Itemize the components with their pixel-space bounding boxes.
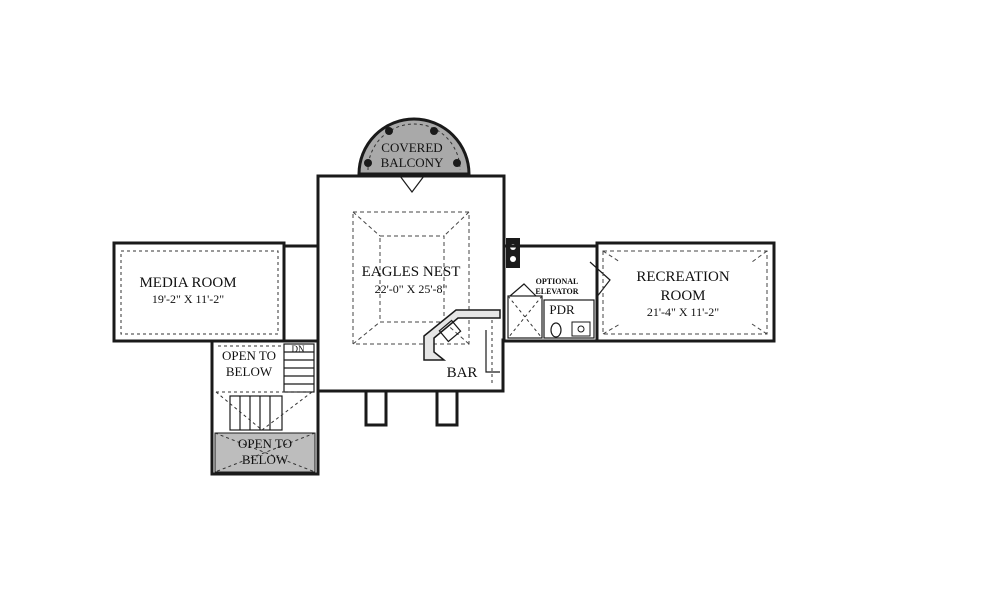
bar-counter (423, 309, 501, 361)
open-below-lower-line1: OPEN TO (238, 436, 292, 451)
open-below-upper-line2: BELOW (226, 364, 273, 379)
media-room: MEDIA ROOM 19'-2" X 11'-2" (112, 241, 318, 343)
balcony-label-line1: COVERED (381, 140, 442, 155)
fireplace-icon (506, 238, 520, 268)
front-bays (364, 389, 459, 427)
recreation-room-dims: 21'-4" X 11'-2" (647, 305, 719, 319)
elevator-label-line1: OPTIONAL (536, 277, 579, 286)
column-icon (430, 127, 438, 135)
eagles-nest-room: EAGLES NEST 22'-0" X 25'-8" (316, 174, 520, 393)
elevator-shaft (507, 295, 543, 339)
bar-label: BAR (447, 365, 478, 381)
open-below-lower-area (214, 432, 316, 473)
recreation-room-line2: ROOM (660, 288, 705, 304)
powder-room (543, 299, 595, 339)
balcony-label-line2: BALCONY (381, 155, 444, 170)
recreation-room-line1: RECREATION (636, 269, 730, 285)
toilet-icon (550, 322, 562, 338)
stair-treads (215, 343, 315, 431)
door-swing-icon (399, 175, 425, 193)
eagles-nest-dims: 22'-0" X 25'-8" (375, 282, 448, 296)
eagles-nest-name: EAGLES NEST (362, 264, 461, 280)
media-room-name: MEDIA ROOM (139, 275, 236, 291)
door-swing-icon (589, 261, 611, 299)
open-below-lower-line2: BELOW (242, 452, 289, 467)
media-room-dims: 19'-2" X 11'-2" (152, 292, 224, 306)
powder-room-label: PDR (549, 302, 575, 317)
stair-down-label: DN (292, 344, 305, 354)
column-icon (364, 159, 372, 167)
sink-icon (571, 321, 591, 337)
recreation-room: RECREATION ROOM 21'-4" X 11'-2" (595, 241, 776, 343)
column-icon (453, 159, 461, 167)
stair-block: OPEN TO BELOW DN OPEN TO BELOW (210, 339, 320, 476)
bar-sink-icon (438, 319, 462, 343)
tray-ceiling-inner (379, 235, 445, 323)
column-icon (385, 127, 393, 135)
tray-ceiling-outer (352, 211, 470, 345)
bar-area: BAR (423, 309, 501, 386)
open-below-upper-line1: OPEN TO (222, 348, 276, 363)
covered-balcony: COVERED BALCONY (357, 117, 471, 176)
elevator-label-line2: ELEVATOR (535, 287, 578, 296)
